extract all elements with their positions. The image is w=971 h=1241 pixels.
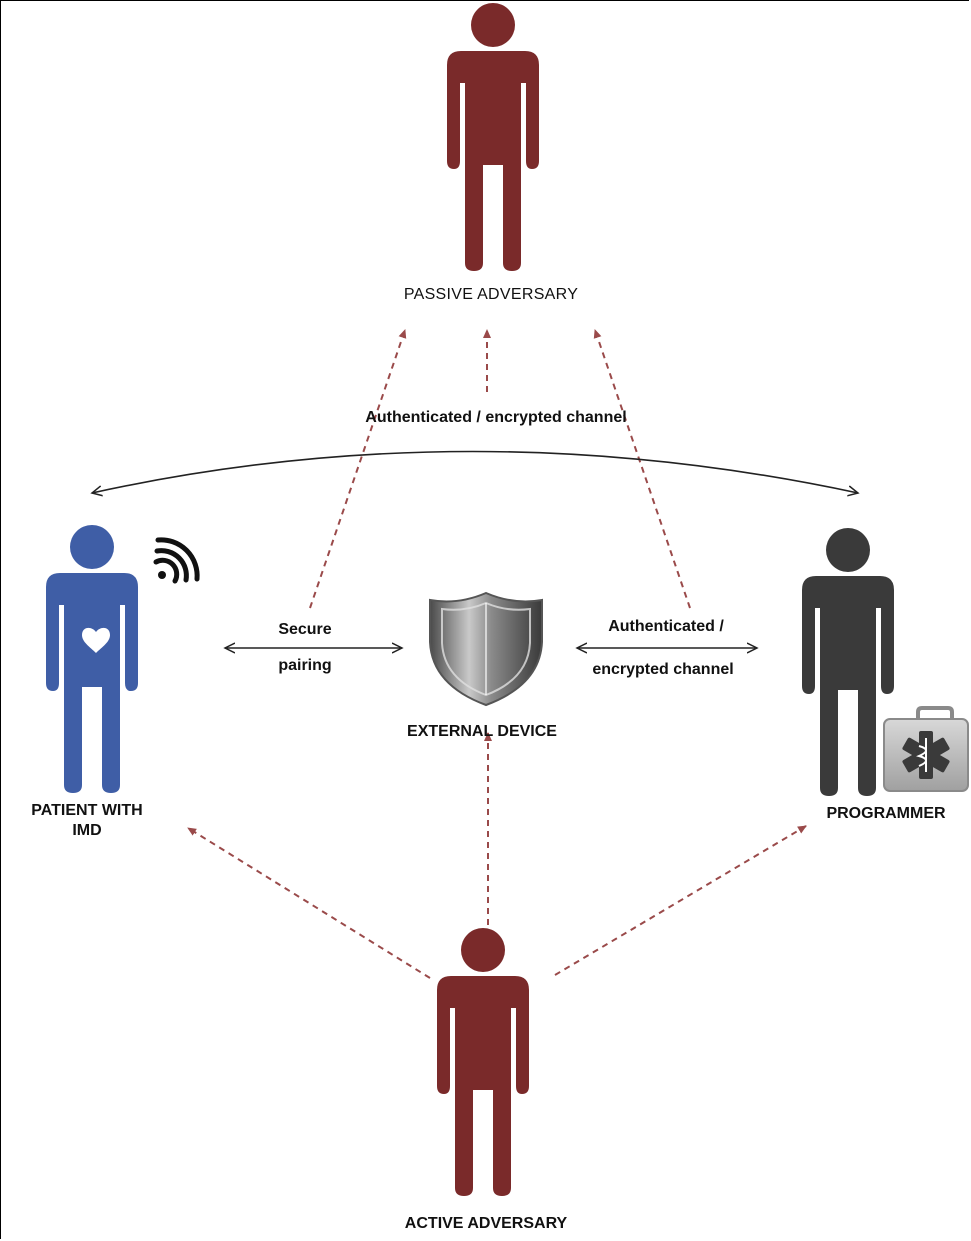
- patient-label-line2: IMD: [72, 822, 102, 839]
- active-adversary-label: ACTIVE ADVERSARY: [404, 1215, 568, 1232]
- programmer-label: PROGRAMMER: [826, 805, 946, 822]
- passive-attack-arrows: [309, 329, 691, 609]
- passive-adversary-figure: [447, 3, 539, 271]
- passive-arrow-pairing: [309, 329, 407, 609]
- shield-icon: [429, 591, 543, 707]
- passive-arrow-programmer-channel: [593, 329, 691, 609]
- heart-icon: [82, 627, 110, 653]
- active-arrow-patient: [187, 827, 431, 979]
- active-arrow-programmer: [554, 825, 807, 976]
- top-channel-label: Authenticated / encrypted channel: [365, 409, 627, 426]
- passive-adversary-label: PASSIVE ADVERSARY: [403, 286, 579, 303]
- patient-label-line1: PATIENT WITH: [31, 802, 143, 819]
- patient-figure: [46, 525, 138, 793]
- programmer-channel-label-line2: encrypted channel: [592, 661, 734, 678]
- external-device-label: EXTERNAL DEVICE: [407, 723, 557, 740]
- programmer-figure: [802, 528, 894, 796]
- top-channel-arrow: [92, 450, 858, 494]
- programmer-channel-label-line1: Authenticated /: [608, 618, 724, 635]
- medical-kit-icon: [883, 706, 969, 792]
- active-attack-arrows: [187, 732, 807, 979]
- active-adversary-figure: [437, 928, 529, 1196]
- wireless-signal-icon: [153, 537, 200, 584]
- secure-pairing-label-line1: Secure: [278, 621, 332, 638]
- secure-pairing-label-line2: pairing: [278, 657, 332, 674]
